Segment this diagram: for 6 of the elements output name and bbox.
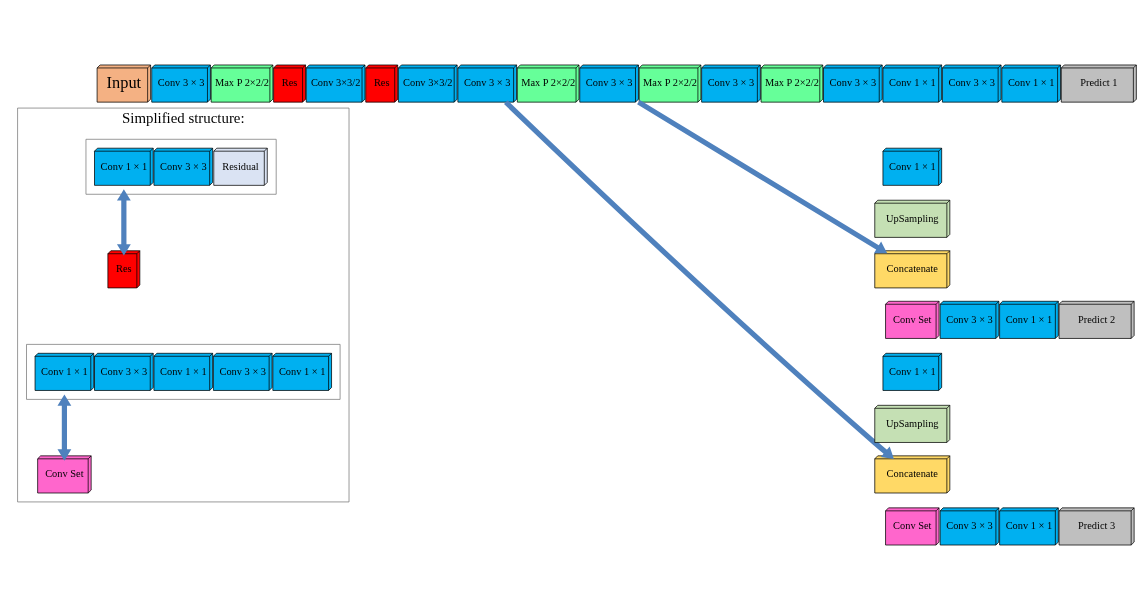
cluster	[85, 138, 277, 195]
cluster	[26, 344, 341, 400]
arrow	[116, 189, 131, 256]
arrow	[637, 99, 888, 254]
arrow	[57, 394, 72, 461]
arrow	[504, 100, 894, 459]
